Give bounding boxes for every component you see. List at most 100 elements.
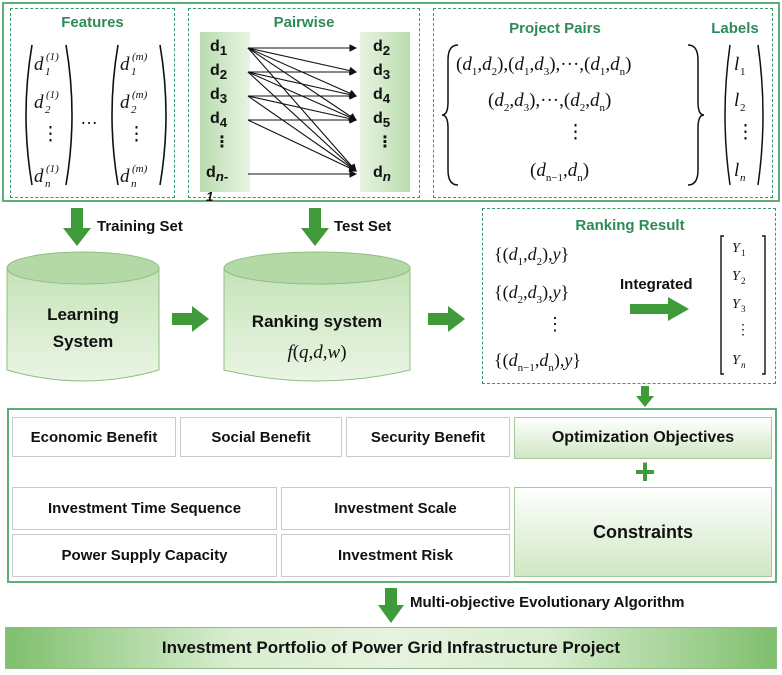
algorithm-down-arrow (378, 588, 404, 623)
pair-left-n1: dn-1 (206, 164, 229, 205)
svg-text:(m): (m) (132, 89, 148, 101)
svg-text:(m): (m) (132, 51, 148, 63)
svg-text:1: 1 (741, 248, 746, 258)
test-set-label: Test Set (334, 218, 392, 235)
features-ellipsis: … (80, 108, 98, 128)
optimization-panel (7, 408, 777, 583)
labels-title: Labels (711, 20, 759, 37)
learning-system-label-2: System (52, 332, 114, 351)
svg-text:⋮: ⋮ (127, 124, 146, 145)
svg-text:Y: Y (732, 353, 742, 368)
svg-text:⋮: ⋮ (546, 314, 564, 334)
features-panel (10, 8, 175, 198)
svg-text:d: d (120, 92, 130, 113)
svg-text:l: l (734, 54, 739, 75)
svg-text:{(d1,d2),y}: {(d1,d2),y} (494, 244, 569, 268)
pair-left-4: d4 (210, 110, 228, 131)
svg-text:(1): (1) (46, 51, 59, 63)
pairwise-connections (247, 44, 358, 178)
optimization-objectives-header: Optimization Objectives (514, 417, 772, 459)
svg-text:Y: Y (732, 241, 742, 256)
ranking-result-panel (482, 208, 776, 384)
project-pairs-title: Project Pairs (509, 20, 601, 37)
svg-text:2: 2 (741, 276, 746, 286)
project-pairs-panel (433, 8, 773, 198)
pair-left-1: d1 (210, 38, 228, 59)
pair-right-2: d2 (373, 38, 391, 59)
top-panel (2, 2, 780, 202)
pairwise-panel (188, 8, 420, 198)
constraint-power-supply-capacity: Power Supply Capacity (12, 534, 277, 577)
pair-right-dots: ⋮ (377, 134, 393, 151)
pairwise-right-column (360, 32, 410, 192)
constraints-header: Constraints (514, 487, 772, 577)
svg-text:d: d (34, 92, 44, 113)
svg-text:Y: Y (732, 269, 742, 284)
svg-text:d: d (120, 166, 130, 187)
objective-security-benefit: Security Benefit (346, 417, 510, 457)
plus-sign: + (634, 451, 656, 492)
ranking-result-title: Ranking Result (575, 217, 685, 234)
svg-text:(1): (1) (46, 89, 59, 101)
svg-text:n: n (740, 172, 746, 184)
svg-text:1: 1 (131, 66, 137, 78)
svg-text:⋮: ⋮ (736, 323, 750, 338)
investment-portfolio-result: Investment Portfolio of Power Grid Infra… (5, 627, 777, 669)
pair-left-2: d2 (210, 62, 228, 83)
ranking-system-cylinder (223, 251, 411, 382)
algorithm-label: Multi-objective Evolutionary Algorithm (410, 594, 685, 611)
training-set-label: Training Set (97, 218, 183, 235)
pairwise-left-column (200, 32, 250, 192)
svg-text:n: n (45, 178, 51, 190)
svg-text:(m): (m) (132, 163, 148, 175)
ranking-system-label: Ranking system (251, 312, 383, 331)
constraint-investment-time-sequence: Investment Time Sequence (12, 487, 277, 530)
svg-text:3: 3 (741, 304, 746, 314)
result-down-arrow (636, 386, 654, 407)
svg-text:d: d (34, 54, 44, 75)
objective-economic-benefit: Economic Benefit (12, 417, 176, 457)
learning-system-cylinder (6, 251, 160, 382)
svg-text:(1): (1) (46, 163, 59, 175)
svg-text:l: l (734, 160, 739, 181)
test-down-arrow (301, 208, 329, 246)
svg-text:n: n (131, 178, 137, 190)
pair-left-3: d3 (210, 86, 228, 107)
training-down-arrow (63, 208, 91, 246)
svg-text:n: n (741, 360, 746, 370)
svg-text:(dn−1,dn): (dn−1,dn) (530, 160, 589, 184)
integrated-label: Integrated (620, 276, 693, 293)
svg-text:d: d (34, 166, 44, 187)
svg-text:{(d2,d3),y}: {(d2,d3),y} (494, 282, 569, 306)
objective-social-benefit: Social Benefit (180, 417, 342, 457)
pair-right-n: dn (373, 164, 391, 185)
project-pairs-matrix: (d1,d2),(d1,d3),···,(d1,dn) (d2,d3),···,… (441, 44, 764, 186)
svg-text:2: 2 (131, 104, 137, 116)
learning-system-label-1: Learning (47, 305, 119, 324)
pair-right-4: d4 (373, 86, 391, 107)
svg-text:2: 2 (740, 102, 746, 114)
ranking-result-pairs: {(d1,d2),y} {(d2,d3),y} ⋮ {(dn−1,dn),y} (494, 244, 581, 374)
svg-text:{(dn−1,dn),y}: {(dn−1,dn),y} (494, 350, 581, 374)
svg-text:Y: Y (732, 297, 742, 312)
integrated-arrow (630, 297, 689, 321)
svg-text:1: 1 (45, 66, 51, 78)
svg-text:1: 1 (740, 66, 746, 78)
svg-text:(d2,d3),···,(d2,dn): (d2,d3),···,(d2,dn) (488, 90, 611, 114)
constraint-investment-scale: Investment Scale (281, 487, 510, 530)
svg-text:(d1,d2),(d1,d3),···,(d1,dn): (d1,d2),(d1,d3),···,(d1,dn) (456, 54, 631, 78)
svg-text:⋮: ⋮ (41, 124, 60, 145)
features-title: Features (61, 14, 124, 31)
pair-right-5: d5 (373, 110, 391, 131)
constraint-investment-risk: Investment Risk (281, 534, 510, 577)
ranking-function: f(q,d,w) (287, 342, 347, 363)
pair-right-3: d3 (373, 62, 391, 83)
learning-to-ranking-arrow (172, 306, 209, 332)
ranking-to-result-arrow (428, 306, 465, 332)
pair-left-dots: ⋮ (214, 134, 230, 151)
svg-text:l: l (734, 90, 739, 111)
svg-text:2: 2 (45, 104, 51, 116)
pairwise-title: Pairwise (273, 14, 335, 31)
